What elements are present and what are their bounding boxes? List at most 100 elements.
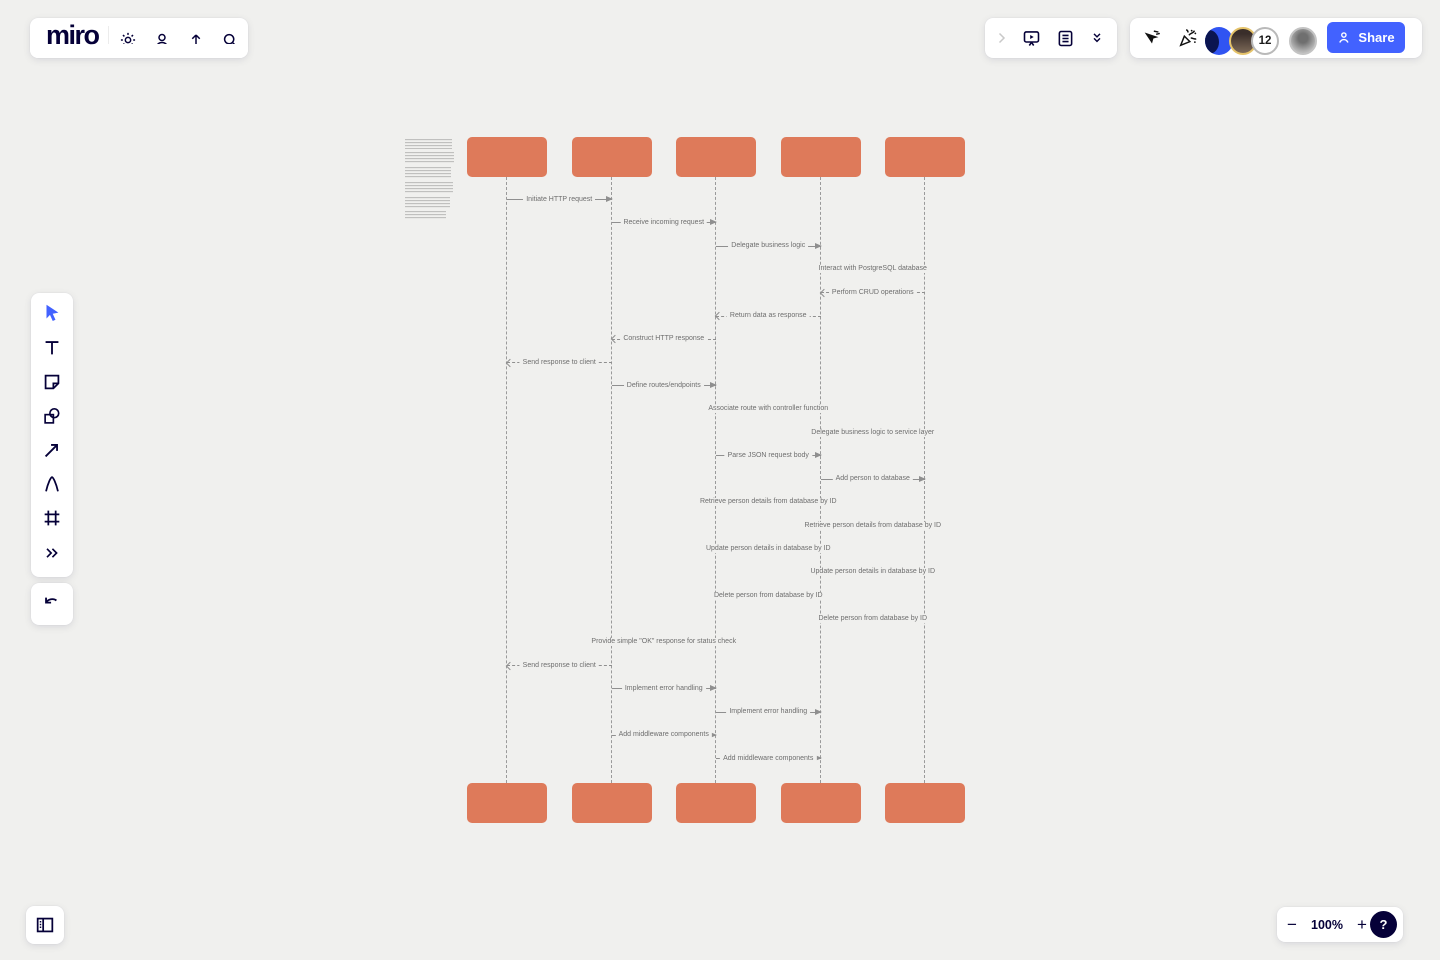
shapes-tool-icon[interactable] [38,402,66,430]
lifeline[interactable] [610,177,612,783]
notes-icon[interactable] [1051,24,1079,52]
actor-box[interactable] [780,137,861,177]
presence-panel: 12 Share [1130,18,1422,58]
zoom-out-button[interactable]: − [1287,914,1297,934]
message-label: Receive incoming request [620,218,708,227]
sequence-message[interactable]: Update person details in database by ID [807,568,939,578]
sequence-message[interactable]: Send response to client [505,661,612,671]
frames-panel-button[interactable] [26,906,64,944]
miro-logo[interactable]: miro [46,20,100,50]
tiny-text-note[interactable] [405,139,455,223]
note-paragraph [405,211,446,220]
sequence-message[interactable]: Associate route with controller function [705,405,832,415]
undo-icon[interactable] [38,590,66,618]
sequence-message[interactable]: Retrieve person details from database by… [696,498,840,508]
help-button[interactable]: ? [1370,911,1397,938]
lifeline[interactable] [506,177,508,783]
note-paragraph [405,182,453,194]
sequence-message[interactable]: Add person to database [820,475,926,485]
message-label: Add middleware components [615,731,712,740]
message-label: Retrieve person details from database by… [696,498,840,507]
message-label: Provide simple "OK" response for status … [588,638,740,647]
sequence-message[interactable]: Update person details in database by ID [702,544,834,555]
message-label: Update person details in database by ID [702,544,834,554]
sequence-message[interactable]: Add middleware components [716,754,822,764]
zoom-level[interactable]: 100% [1311,917,1343,932]
arrowhead-icon [710,685,717,692]
overlay [100,44,248,58]
pen-tool-icon[interactable] [38,470,66,498]
zoom-in-button[interactable]: + [1357,914,1367,934]
message-label: Return data as response [726,311,810,321]
message-label: Implement error handling [726,708,811,717]
more-tools-icon[interactable] [38,539,66,567]
arrowhead-icon [505,661,515,670]
collaborator-cursors-icon[interactable] [1138,24,1166,52]
sequence-message[interactable]: Add middleware components [611,731,717,741]
arrowhead-icon [814,452,822,459]
arrowhead-icon [710,731,717,738]
lifeline[interactable] [715,177,717,783]
sequence-message[interactable]: Construct HTTP response [610,335,716,345]
sequence-message[interactable]: Initiate HTTP request [507,195,613,205]
sticky-note-icon[interactable] [38,368,66,396]
sequence-message[interactable]: Delegate business logic to service layer [808,428,938,438]
share-label: Share [1358,30,1395,45]
actor-box[interactable] [571,783,652,823]
actor-box[interactable] [571,137,652,177]
sequence-message[interactable]: Receive incoming request [611,218,717,228]
lifeline[interactable] [819,177,821,783]
collaborator-avatar[interactable] [1205,27,1233,55]
arrowhead-icon [710,382,717,389]
sequence-message[interactable]: Retrieve person details from database by… [801,521,945,531]
sequence-message[interactable]: Implement error handling [716,708,822,718]
arrowhead-icon [819,288,828,298]
arrowhead-icon [714,311,724,321]
select-cursor-icon[interactable] [38,299,66,327]
share-button[interactable]: Share [1327,22,1405,53]
own-avatar[interactable] [1289,27,1317,55]
arrowhead-icon [919,475,926,482]
message-label: Update person details in database by ID [807,568,939,577]
message-label: Implement error handling [621,684,706,693]
collaborator-overflow-badge[interactable]: 12 [1251,27,1279,55]
actor-box[interactable] [676,783,756,823]
actor-box[interactable] [885,783,965,823]
text-tool-icon[interactable] [38,334,66,362]
arrowhead-icon [814,755,822,762]
arrowhead-icon [814,242,822,249]
expand-chevron-right-icon[interactable] [987,24,1015,52]
actor-box[interactable] [885,137,965,177]
sequence-message[interactable]: Delete person from database by ID [815,614,931,624]
sequence-message[interactable]: Provide simple "OK" response for status … [588,638,740,648]
actor-box[interactable] [467,783,547,823]
arrowhead-icon [814,708,822,715]
board-tools-panel [985,18,1117,58]
collapse-double-chevron-icon[interactable] [1083,24,1111,52]
sequence-message[interactable]: Delete person from database by ID [710,591,826,601]
message-label: Add middleware components [720,754,817,763]
sequence-message[interactable]: Delegate business logic [716,242,822,252]
confetti-icon[interactable] [1174,24,1202,52]
sequence-message[interactable]: Interact with PostgreSQL database [815,265,930,275]
arrowhead-icon [610,335,619,344]
sequence-message[interactable]: Define routes/endpoints [611,381,717,391]
note-paragraph [405,167,451,179]
connection-line-icon[interactable] [38,436,66,464]
message-label: Define routes/endpoints [623,381,704,390]
presentation-icon[interactable] [1017,24,1045,52]
message-label: Construct HTTP response [620,335,708,344]
message-label: Delete person from database by ID [710,591,826,600]
sequence-message[interactable]: Implement error handling [611,684,717,694]
sequence-message[interactable]: Send response to client [505,358,612,368]
actor-box[interactable] [676,137,756,177]
overlay [30,49,100,58]
sequence-message[interactable]: Return data as response [714,311,821,322]
sequence-message[interactable]: Perform CRUD operations [819,288,925,298]
message-label: Interact with PostgreSQL database [815,265,930,274]
sequence-message[interactable]: Parse JSON request body [716,451,822,461]
actor-box[interactable] [780,783,861,823]
actor-box[interactable] [467,137,547,177]
frame-tool-icon[interactable] [38,504,66,532]
